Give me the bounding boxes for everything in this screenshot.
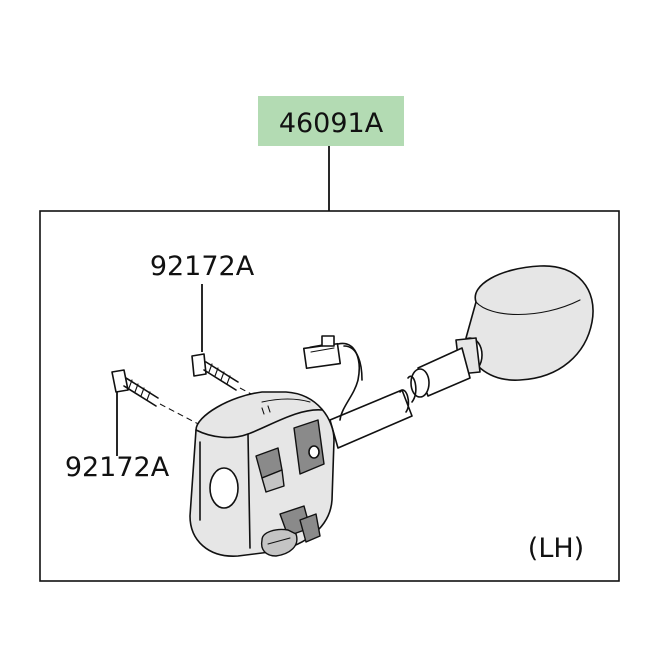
assembly-part-number: 46091A [279, 108, 384, 139]
connector-illustration [302, 335, 363, 421]
assembly-frame [39, 210, 620, 582]
bar-hole [209, 467, 239, 509]
switch-housing-illustration [189, 391, 335, 557]
screw-lower-part-number[interactable]: 92172A [65, 452, 170, 483]
screw-upper-illustration [191, 353, 271, 405]
side-marker: (LH) [528, 533, 584, 564]
assembly-callout[interactable]: 46091A [258, 96, 404, 146]
screw-upper-part-number[interactable]: 92172A [150, 251, 255, 282]
assembly-label-highlight [258, 96, 404, 146]
screw-lower-illustration [111, 369, 207, 429]
handlebar-illustration [329, 347, 471, 449]
grip-illustration [455, 265, 594, 381]
